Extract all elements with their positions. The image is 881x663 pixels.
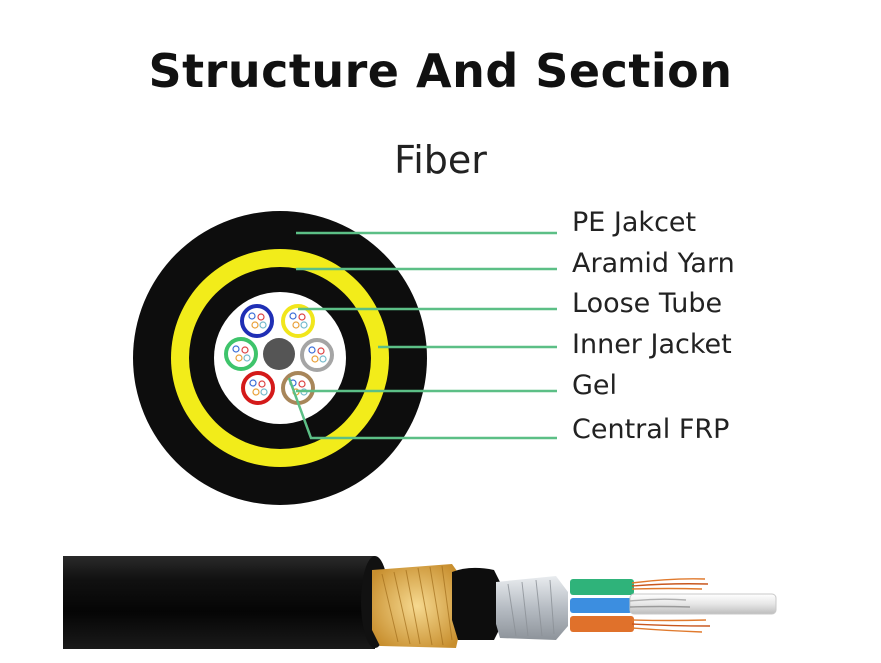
label-loose-tube: Loose Tube bbox=[572, 288, 723, 319]
loose-tube-yellow bbox=[281, 304, 315, 338]
label-central-frp: Central FRP bbox=[572, 414, 730, 445]
tube-orange bbox=[570, 616, 634, 632]
central-frp bbox=[263, 338, 295, 370]
page-title: Structure And Section bbox=[148, 44, 733, 98]
loose-tube-grey bbox=[300, 338, 334, 372]
tube-blue bbox=[570, 598, 632, 613]
loose-tube-red bbox=[241, 371, 275, 405]
diagram-subtitle: Fiber bbox=[394, 138, 487, 182]
loose-tube-blue bbox=[240, 304, 274, 338]
label-inner-jacket: Inner Jacket bbox=[572, 329, 732, 360]
loose-tube-brown bbox=[281, 371, 315, 405]
yarn-strands bbox=[381, 565, 453, 646]
leader-lines bbox=[287, 231, 557, 440]
loose-tube-green bbox=[224, 337, 258, 371]
central-frp-rod bbox=[629, 593, 777, 615]
sheath-creases bbox=[507, 579, 555, 637]
label-aramid-yarn: Aramid Yarn bbox=[572, 248, 735, 279]
label-pe-jacket: PE Jakcet bbox=[572, 207, 697, 238]
tube-green bbox=[570, 579, 634, 595]
leader-line-central-frp bbox=[287, 377, 557, 440]
label-gel: Gel bbox=[572, 370, 618, 401]
inner-jacket-section bbox=[452, 567, 500, 640]
water-blocking-sheath bbox=[496, 576, 568, 640]
optical-fibers bbox=[629, 578, 711, 633]
cable-side-view bbox=[63, 556, 777, 649]
cross-section bbox=[133, 211, 427, 505]
cable-outer-jacket bbox=[63, 556, 375, 649]
aramid-yarn-layer bbox=[372, 564, 462, 648]
